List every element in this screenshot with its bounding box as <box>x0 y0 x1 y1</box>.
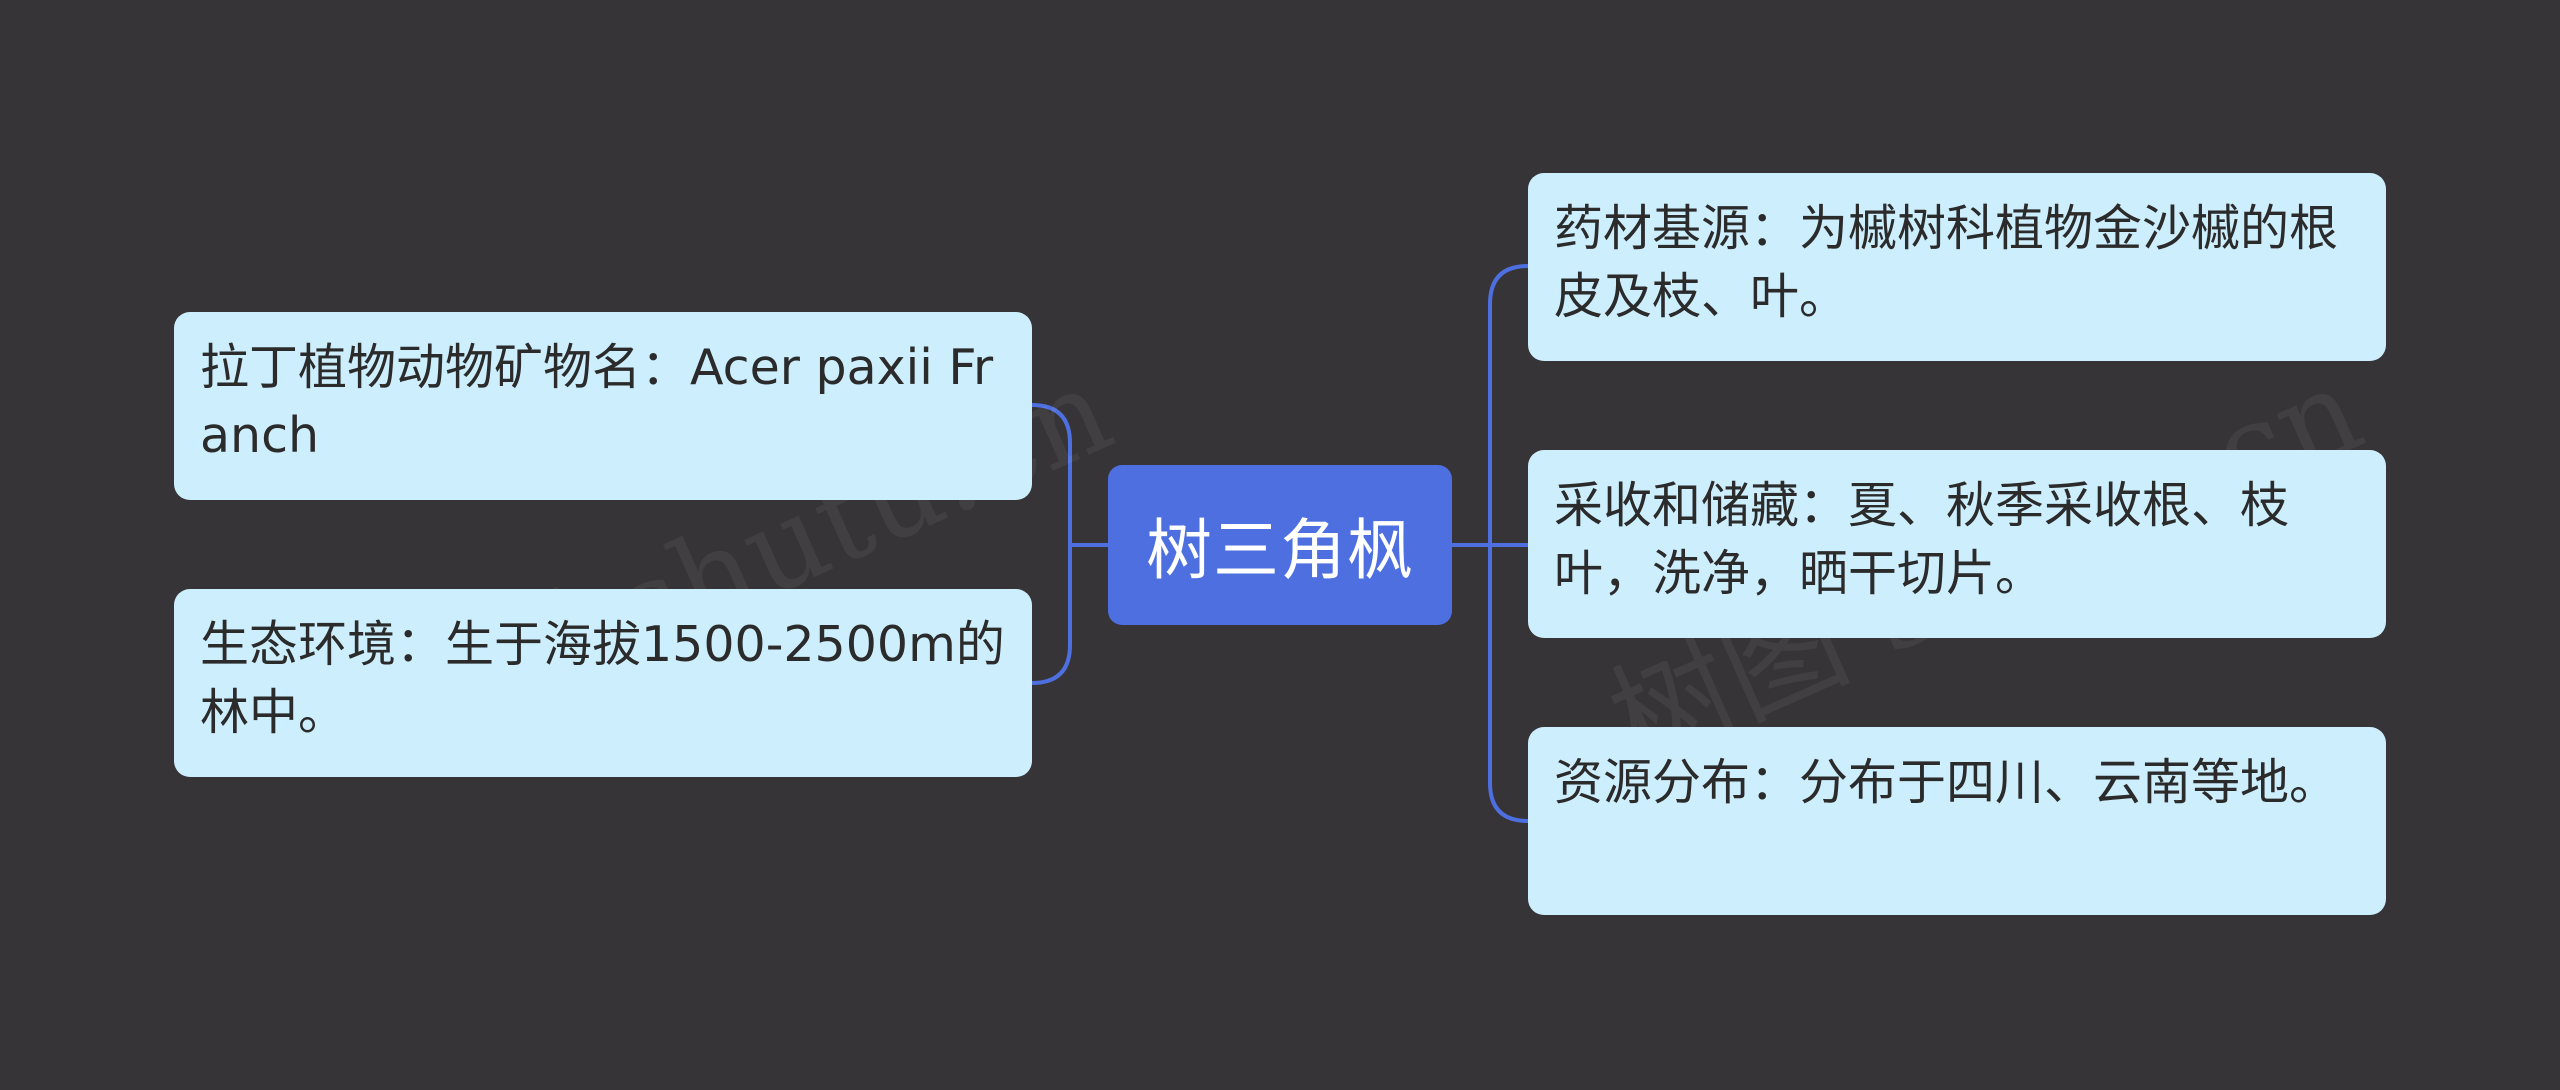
topic-text: 拉丁植物动物矿物名：Acer paxii Franch <box>200 339 994 464</box>
left-topic-node[interactable]: 生态环境：生于海拔1500-2500m的林中。 <box>174 589 1032 777</box>
topic-text: 药材基源：为槭树科植物金沙槭的根皮及枝、叶。 <box>1554 200 2339 325</box>
topic-text: 采收和储藏：夏、秋季采收根、枝叶，洗净，晒干切片。 <box>1554 477 2290 602</box>
right-topic-node[interactable]: 采收和储藏：夏、秋季采收根、枝叶，洗净，晒干切片。 <box>1528 450 2386 638</box>
root-topic-node[interactable]: 树三角枫 <box>1108 465 1452 625</box>
topic-text: 生态环境：生于海拔1500-2500m的林中。 <box>200 616 1005 741</box>
right-topic-node[interactable]: 资源分布：分布于四川、云南等地。 <box>1528 727 2386 915</box>
connector-left-bracket <box>1031 403 1072 685</box>
root-topic-label: 树三角枫 <box>1146 512 1414 589</box>
topic-text: 资源分布：分布于四川、云南等地。 <box>1554 754 2339 811</box>
right-topic-node[interactable]: 药材基源：为槭树科植物金沙槭的根皮及枝、叶。 <box>1528 173 2386 361</box>
left-topic-node[interactable]: 拉丁植物动物矿物名：Acer paxii Franch <box>174 312 1032 500</box>
